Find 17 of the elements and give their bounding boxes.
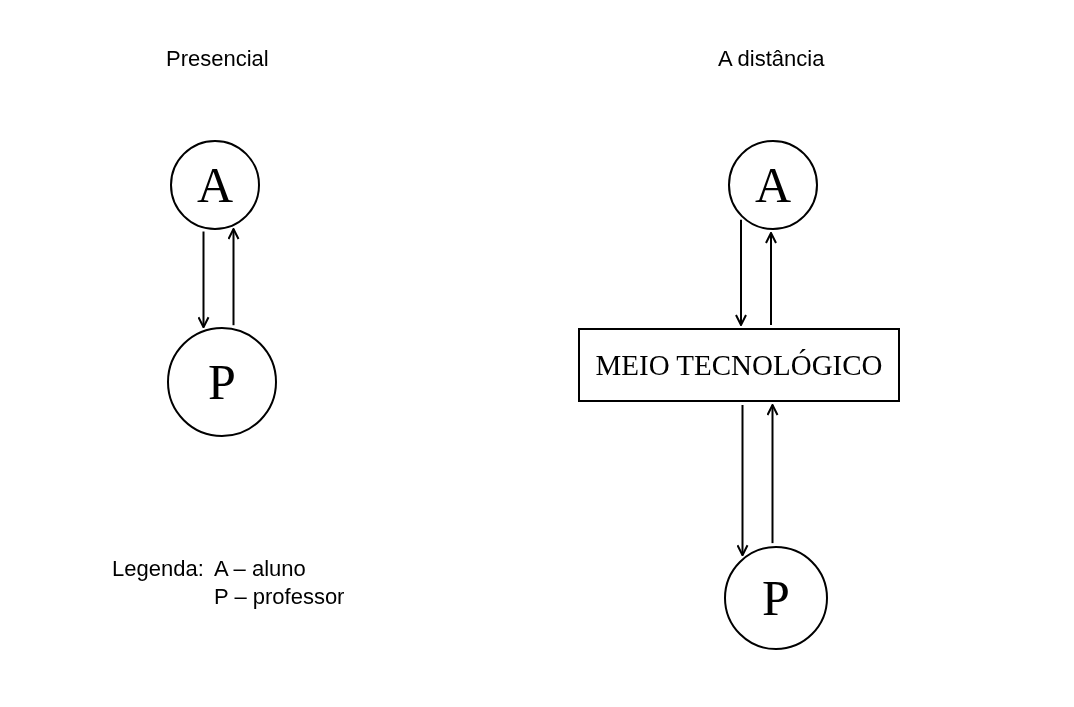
node-label: A bbox=[196, 156, 234, 214]
node-label: P bbox=[208, 353, 236, 411]
column-heading: A distância bbox=[718, 46, 825, 72]
legend-text: A – aluno bbox=[214, 556, 306, 582]
arrow bbox=[765, 231, 777, 326]
column-heading: Presencial bbox=[166, 46, 269, 72]
arrow bbox=[735, 218, 747, 326]
arrow bbox=[766, 404, 779, 545]
node-label: A bbox=[754, 156, 792, 214]
node-label: P bbox=[762, 569, 790, 627]
node-label: MEIO TECNOLÓGICO bbox=[595, 348, 883, 382]
legend-text: P – professor bbox=[214, 584, 345, 610]
arrow bbox=[197, 230, 210, 329]
rectangle-node bbox=[578, 328, 900, 402]
arrow bbox=[736, 404, 749, 557]
legend-text: Legenda: bbox=[112, 556, 204, 582]
arrow bbox=[227, 228, 240, 327]
